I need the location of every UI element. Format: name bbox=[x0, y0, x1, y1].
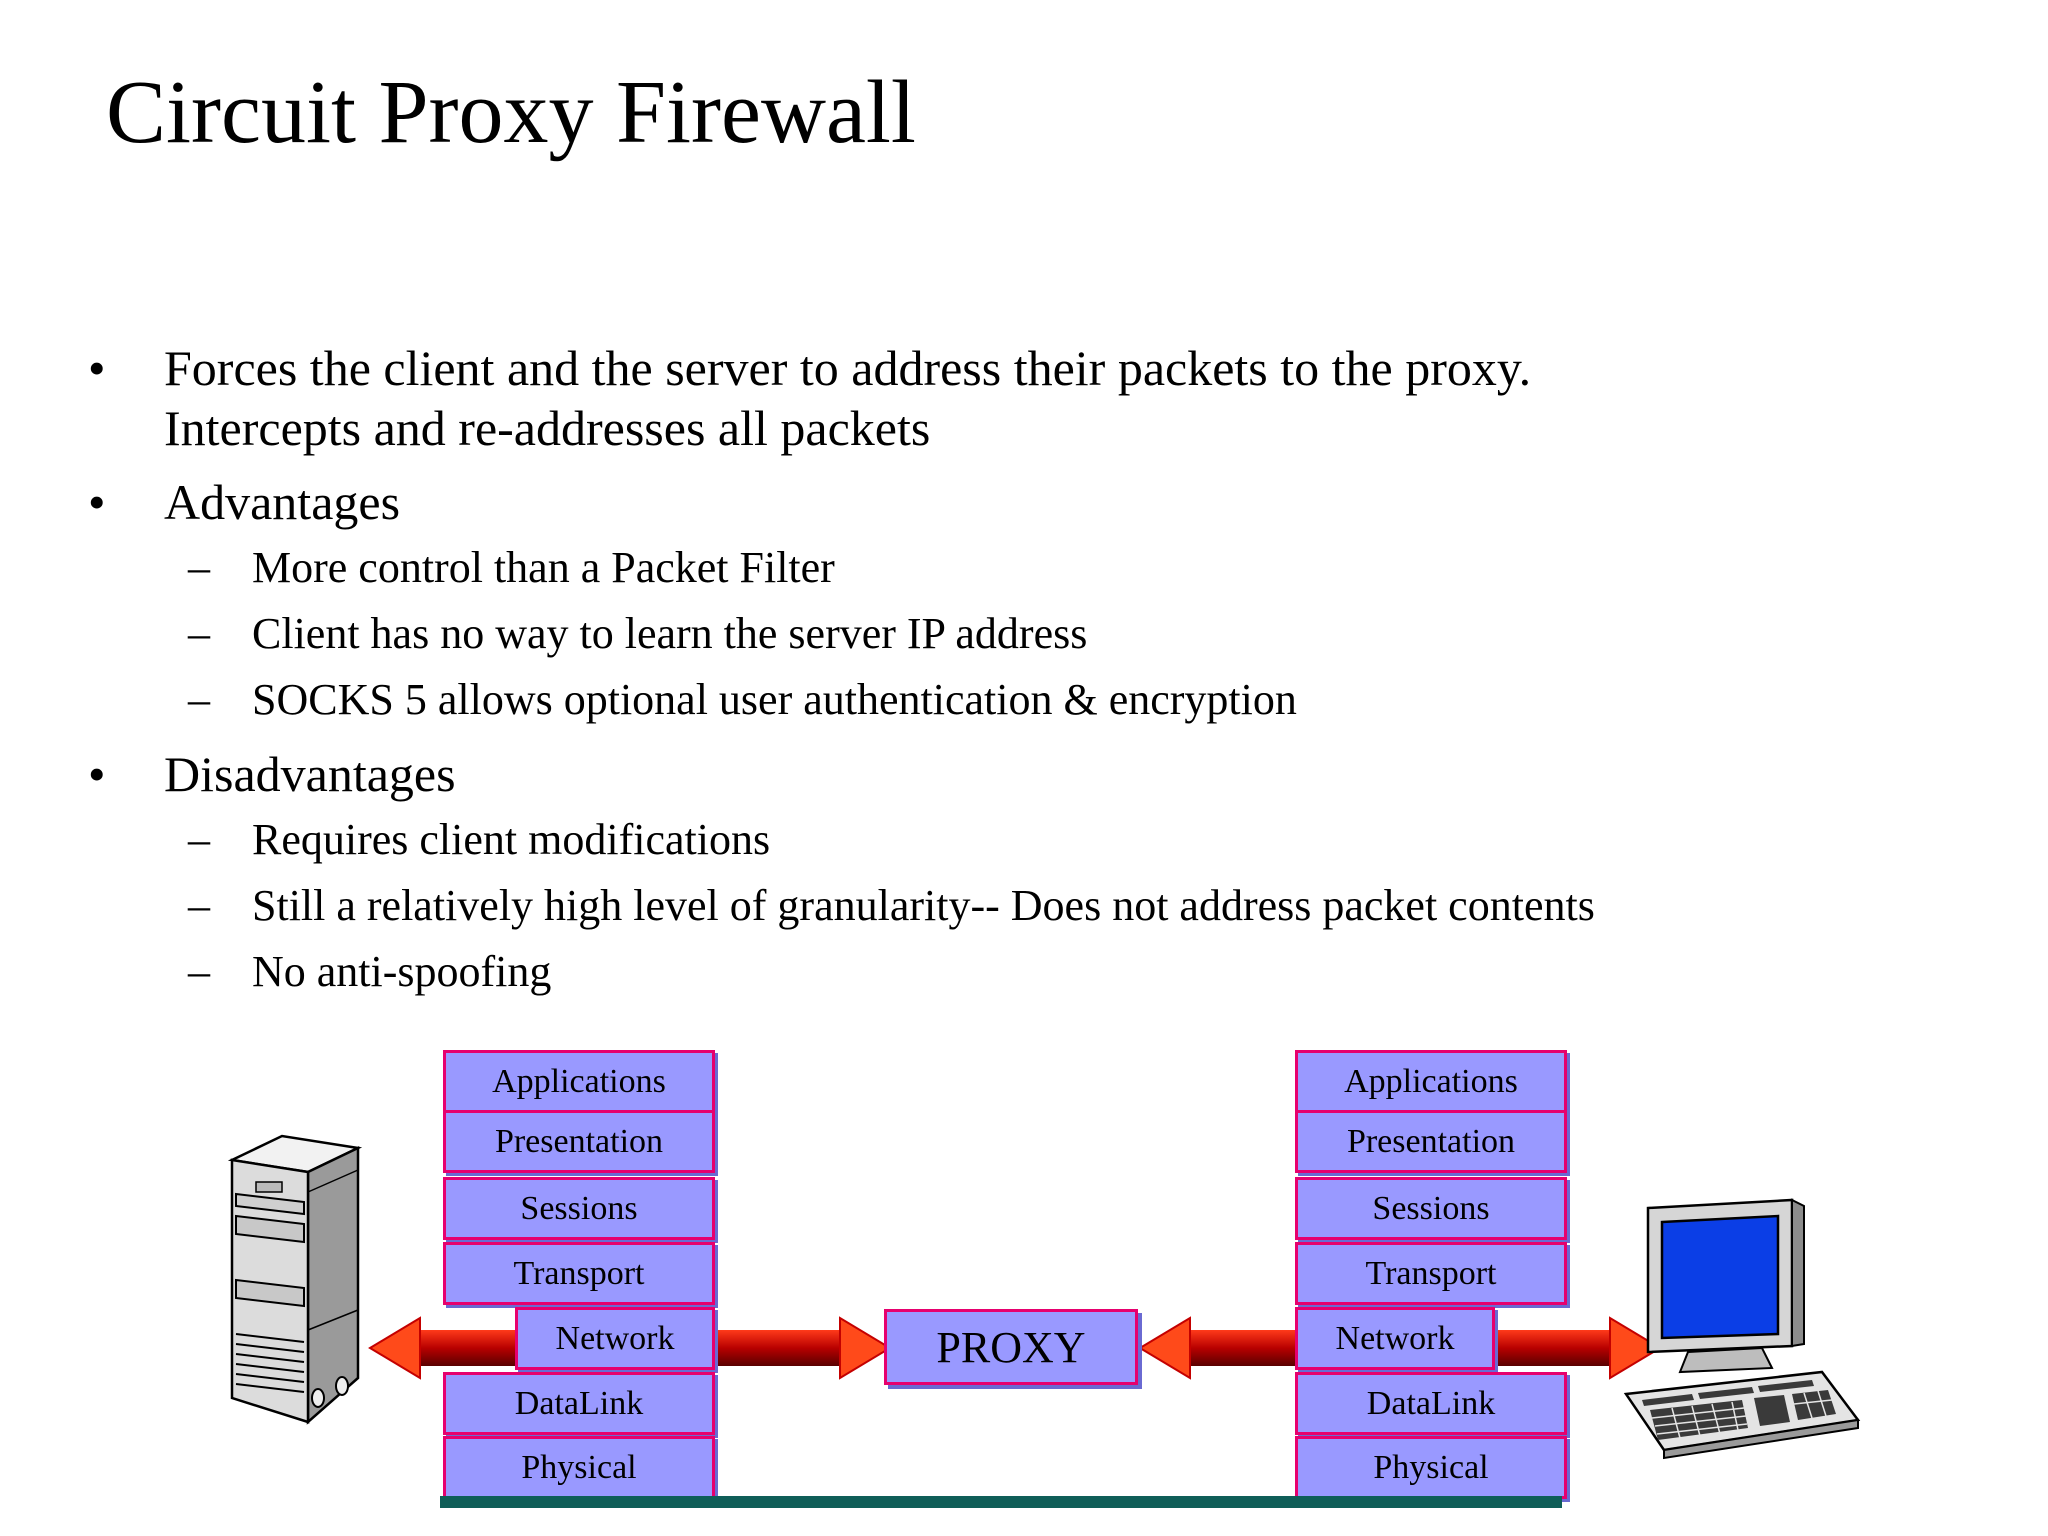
proxy-box: PROXY bbox=[884, 1309, 1138, 1385]
dash-marker: – bbox=[188, 609, 210, 658]
left-layer-sessions: Sessions bbox=[443, 1177, 715, 1240]
bullet-heading-advantages: Advantages bbox=[164, 474, 401, 530]
sub-bullet-item: – Still a relatively high level of granu… bbox=[188, 880, 1595, 932]
right-layer-network: Network bbox=[1295, 1307, 1495, 1370]
bullet-item: • Advantages bbox=[88, 472, 401, 532]
sub-bullet-item: – Client has no way to learn the server … bbox=[188, 608, 1088, 660]
sub-bullet-text: More control than a Packet Filter bbox=[252, 543, 835, 592]
bullet-marker: • bbox=[88, 746, 106, 802]
left-layer-transport: Transport bbox=[443, 1242, 715, 1305]
sub-bullet-item: – More control than a Packet Filter bbox=[188, 542, 835, 594]
left-layer-physical: Physical bbox=[443, 1436, 715, 1499]
server-tower-icon bbox=[227, 1134, 363, 1425]
dash-marker: – bbox=[188, 543, 210, 592]
bullet-text: Forces the client and the server to addr… bbox=[164, 340, 1532, 396]
left-layer-applications: Applications bbox=[443, 1050, 715, 1113]
right-layer-transport: Transport bbox=[1295, 1242, 1567, 1305]
sub-bullet-item: – SOCKS 5 allows optional user authentic… bbox=[188, 674, 1297, 726]
sub-bullet-text: SOCKS 5 allows optional user authenticat… bbox=[252, 675, 1297, 724]
network-baseline bbox=[440, 1496, 1562, 1508]
bullet-list: • Forces the client and the server to ad… bbox=[88, 338, 1595, 998]
dash-marker: – bbox=[188, 947, 210, 996]
sub-bullet-item: – Requires client modifications bbox=[188, 814, 771, 866]
desktop-computer-icon bbox=[1623, 1198, 1861, 1460]
bullet-item: • Disadvantages bbox=[88, 744, 456, 804]
right-layer-sessions: Sessions bbox=[1295, 1177, 1567, 1240]
bullet-marker: • bbox=[88, 474, 106, 530]
right-layer-applications: Applications bbox=[1295, 1050, 1567, 1113]
left-layer-datalink: DataLink bbox=[443, 1372, 715, 1435]
bullet-heading-disadvantages: Disadvantages bbox=[164, 746, 456, 802]
sub-bullet-text: Client has no way to learn the server IP… bbox=[252, 609, 1088, 658]
slide-title: Circuit Proxy Firewall bbox=[106, 63, 916, 162]
bullet-marker: • bbox=[88, 340, 106, 396]
right-layer-presentation: Presentation bbox=[1295, 1110, 1567, 1173]
sub-bullet-item: – No anti-spoofing bbox=[188, 946, 552, 998]
left-layer-network: Network bbox=[515, 1307, 715, 1370]
dash-marker: – bbox=[188, 815, 210, 864]
sub-bullet-text: No anti-spoofing bbox=[252, 947, 552, 996]
dash-marker: – bbox=[188, 675, 210, 724]
dash-marker: – bbox=[188, 881, 210, 930]
left-layer-presentation: Presentation bbox=[443, 1110, 715, 1173]
bullet-text: Intercepts and re-addresses all packets bbox=[164, 400, 931, 456]
right-layer-datalink: DataLink bbox=[1295, 1372, 1567, 1435]
sub-bullet-text: Still a relatively high level of granula… bbox=[252, 881, 1595, 930]
bullet-item: • Forces the client and the server to ad… bbox=[88, 338, 1532, 398]
sub-bullet-text: Requires client modifications bbox=[252, 815, 771, 864]
right-layer-physical: Physical bbox=[1295, 1436, 1567, 1499]
bullet-continuation: Intercepts and re-addresses all packets bbox=[164, 398, 930, 458]
